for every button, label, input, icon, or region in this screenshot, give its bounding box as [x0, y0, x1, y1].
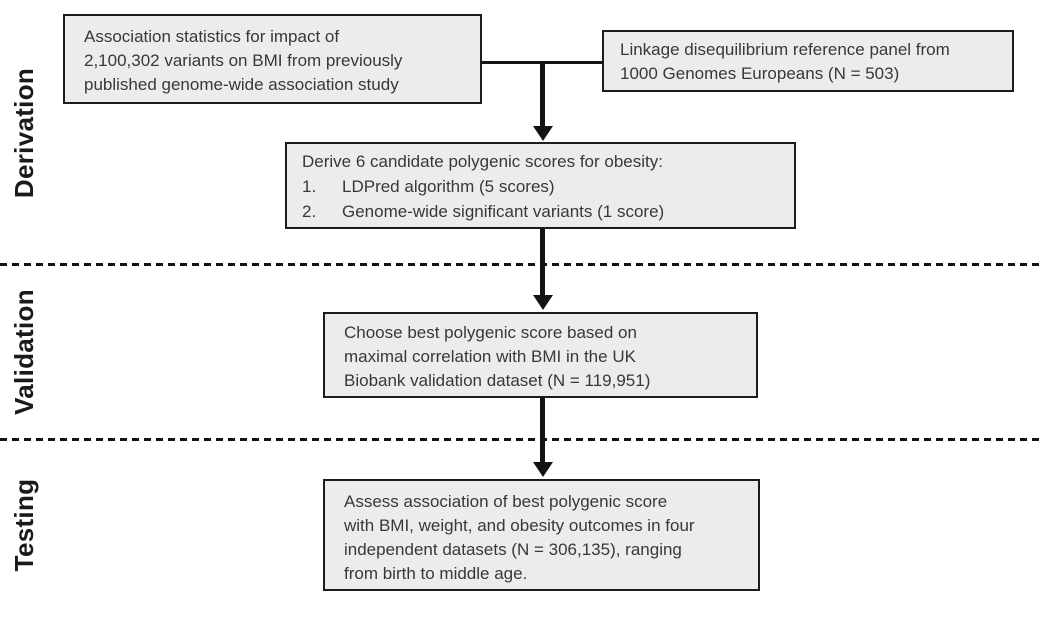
- derive-list-item-2-number: 2.: [302, 202, 317, 221]
- section-divider-derivation-validation: [0, 263, 1042, 266]
- down-arrow-3-stem: [540, 398, 545, 463]
- box-ld-reference-panel-text: Linkage disequilibrium reference panel f…: [620, 40, 950, 83]
- box-choose-best-score: Choose best polygenic score based on max…: [323, 312, 758, 398]
- down-arrow-1-head-icon: [533, 126, 553, 141]
- derive-list-item-2-text: Genome-wide significant variants (1 scor…: [342, 202, 665, 221]
- down-arrow-2-head-icon: [533, 295, 553, 310]
- box-ld-reference-panel: Linkage disequilibrium reference panel f…: [602, 30, 1014, 92]
- box-assess-association-text: Assess association of best polygenic sco…: [344, 492, 695, 583]
- section-label-derivation: Derivation: [9, 67, 39, 199]
- box-derive-scores-title: Derive 6 candidate polygenic scores for …: [302, 152, 663, 171]
- box-assess-association: Assess association of best polygenic sco…: [323, 479, 760, 591]
- down-arrow-2-stem: [540, 229, 545, 296]
- box-association-statistics-text: Association statistics for impact of 2,1…: [84, 27, 403, 94]
- box-association-statistics: Association statistics for impact of 2,1…: [63, 14, 482, 104]
- down-arrow-1-stem: [540, 62, 545, 127]
- down-arrow-3-head-icon: [533, 462, 553, 477]
- box-choose-best-score-text: Choose best polygenic score based on max…: [344, 323, 651, 390]
- derive-list-item-2: 2. Genome-wide significant variants (1 s…: [302, 199, 784, 224]
- derive-list-item-1-text: LDPred algorithm (5 scores): [342, 177, 555, 196]
- derive-list-item-1: 1. LDPred algorithm (5 scores): [302, 174, 784, 199]
- box-derive-scores: Derive 6 candidate polygenic scores for …: [285, 142, 796, 229]
- section-divider-validation-testing: [0, 438, 1042, 441]
- derive-list-item-1-number: 1.: [302, 177, 317, 196]
